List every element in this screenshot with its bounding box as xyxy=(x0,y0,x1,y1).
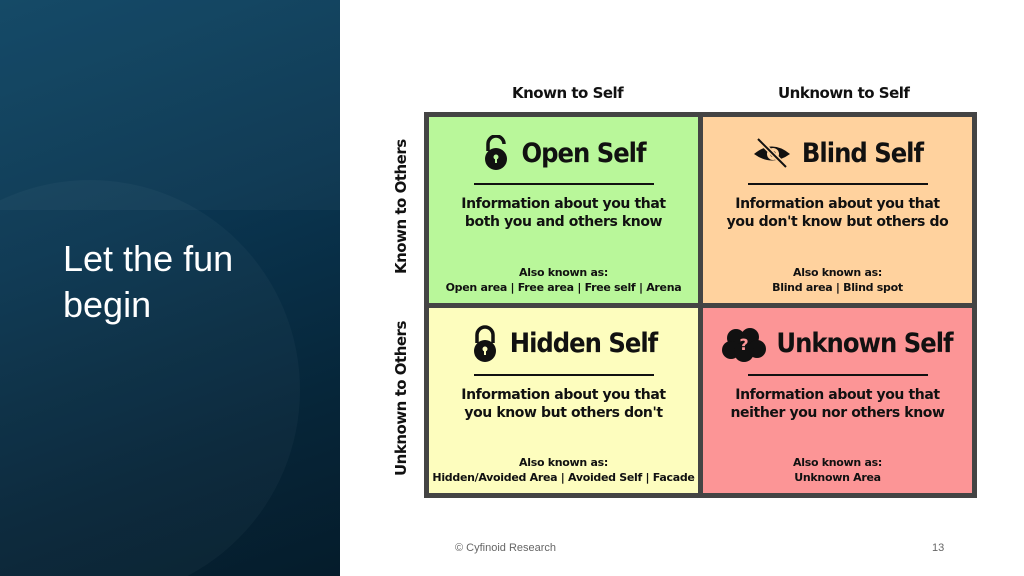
aka-label: Also known as: xyxy=(519,456,608,469)
aka-values: Unknown Area xyxy=(794,471,881,484)
page-number: 13 xyxy=(932,542,945,554)
quadrant-open-self: Open Self Information about you that bot… xyxy=(429,117,698,303)
row-header-known-to-others: Known to Others xyxy=(392,139,410,274)
quadrant-description-line1: Information about you that xyxy=(735,386,940,403)
quadrant-blind-self: Blind Self Information about you that yo… xyxy=(703,117,972,303)
locked-padlock-icon xyxy=(470,324,500,363)
column-header-unknown-to-self: Unknown to Self xyxy=(778,84,910,102)
aka-label: Also known as: xyxy=(519,265,608,279)
question-cloud-icon: ? xyxy=(722,326,767,362)
quadrant-description-line1: Information about you that xyxy=(461,386,666,403)
quadrant-title: Open Self xyxy=(521,137,646,169)
quadrant-hidden-self: Hidden Self Information about you that y… xyxy=(429,307,698,493)
row-header-unknown-to-others: Unknown to Others xyxy=(392,321,410,476)
eye-slash-icon xyxy=(752,137,792,169)
quadrant-title: Hidden Self xyxy=(509,328,659,359)
quadrant-description-line1: Information about you that xyxy=(461,196,666,212)
column-header-known-to-self: Known to Self xyxy=(512,84,624,102)
title-panel: Let the fun begin xyxy=(0,0,340,576)
divider xyxy=(747,373,928,376)
aka-label: Also known as: xyxy=(793,265,882,279)
quadrant-description-line1: Information about you that xyxy=(735,196,940,212)
quadrant-description-line2: both you and others know xyxy=(464,214,663,230)
aka-values: Blind area | Blind spot xyxy=(772,280,903,294)
svg-text:?: ? xyxy=(740,335,749,354)
slide-title: Let the fun begin xyxy=(63,238,234,325)
aka-label: Also known as: xyxy=(793,456,882,469)
background-band xyxy=(0,0,340,210)
divider xyxy=(747,183,928,185)
quadrant-description-line2: you know but others don't xyxy=(464,404,663,421)
quadrant-description-line2: neither you nor others know xyxy=(730,404,945,421)
quadrant-unknown-self: ? Unknown Self Information about you tha… xyxy=(703,307,972,493)
divider xyxy=(473,183,654,185)
aka-values: Hidden/Avoided Area | Avoided Self | Fac… xyxy=(432,471,695,484)
unlocked-padlock-icon xyxy=(481,135,511,171)
quadrant-description-line2: you don't know but others do xyxy=(726,214,949,230)
footer-copyright: © Cyfinoid Research xyxy=(455,542,557,554)
quadrant-title: Blind Self xyxy=(801,137,924,169)
johari-window: Open Self Information about you that bot… xyxy=(424,112,977,498)
aka-values: Open area | Free area | Free self | Aren… xyxy=(445,280,682,294)
divider xyxy=(473,373,654,376)
quadrant-title: Unknown Self xyxy=(776,328,953,359)
